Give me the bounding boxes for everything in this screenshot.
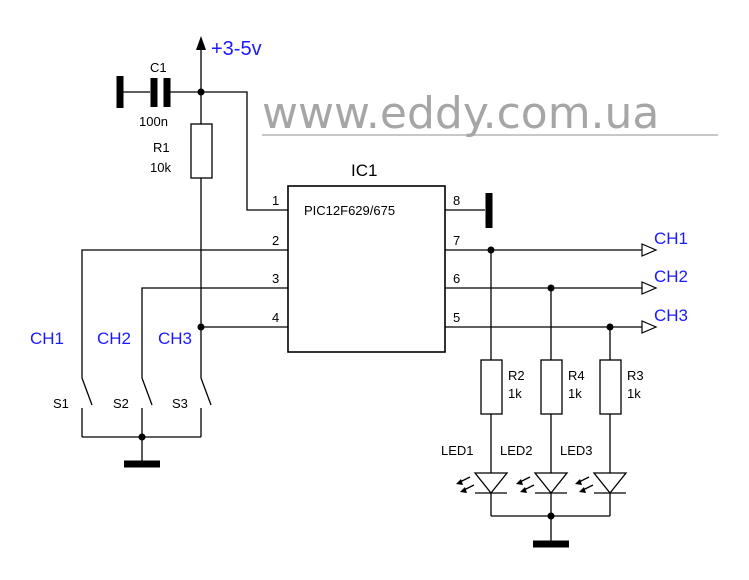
pin-7-label: 7 xyxy=(453,233,460,248)
ic1: IC1 PIC12F629/675 1 2 3 4 5 6 7 8 xyxy=(272,161,460,353)
resistor-r2: R2 1k xyxy=(480,250,525,473)
capacitor-c1: C1 100n xyxy=(116,60,201,129)
led3-label: LED3 xyxy=(560,443,593,458)
output-ch1: CH1 xyxy=(445,229,688,257)
capacitor-c1-name: C1 xyxy=(150,60,167,75)
output-ch3-label: CH3 xyxy=(654,306,688,325)
output-ch2: CH2 xyxy=(445,267,688,295)
output-ch2-label: CH2 xyxy=(654,267,688,286)
output-ch3: CH3 xyxy=(445,306,688,334)
switch-s1-name: S1 xyxy=(53,396,69,411)
pin-3-label: 3 xyxy=(272,271,279,286)
led1: LED1 xyxy=(441,443,509,516)
switch-s3: CH3 S3 xyxy=(158,329,212,437)
pin-2-label: 2 xyxy=(272,233,279,248)
resistor-r4-name: R4 xyxy=(568,368,585,383)
resistor-r1-name: R1 xyxy=(153,140,170,155)
switch-s1-channel: CH1 xyxy=(30,329,64,348)
supply-label: +3-5v xyxy=(211,38,262,60)
pin-8-label: 8 xyxy=(453,193,460,208)
switch-s2-name: S2 xyxy=(113,396,129,411)
resistor-r3-value: 1k xyxy=(627,386,641,401)
watermark: www.eddy.com.ua xyxy=(262,88,659,139)
resistor-r3: R3 1k xyxy=(599,327,644,473)
resistor-r1-value: 10k xyxy=(150,160,171,175)
resistor-r2-name: R2 xyxy=(508,368,525,383)
led3: LED3 xyxy=(560,443,628,516)
ic1-part: PIC12F629/675 xyxy=(304,203,395,218)
switch-s3-name: S3 xyxy=(172,396,188,411)
resistor-r2-value: 1k xyxy=(508,386,522,401)
pin-1-label: 1 xyxy=(272,193,279,208)
switch-s2: CH2 S2 xyxy=(97,329,153,437)
led2: LED2 xyxy=(500,443,569,516)
pin-5-label: 5 xyxy=(453,310,460,325)
output-ch1-label: CH1 xyxy=(654,229,688,248)
resistor-r3-name: R3 xyxy=(627,368,644,383)
resistor-r1: R1 10k xyxy=(150,123,213,342)
switch-s2-channel: CH2 xyxy=(97,329,131,348)
led2-label: LED2 xyxy=(500,443,533,458)
led1-label: LED1 xyxy=(441,443,474,458)
pin-6-label: 6 xyxy=(453,271,460,286)
resistor-r4-value: 1k xyxy=(568,386,582,401)
capacitor-c1-value: 100n xyxy=(139,114,168,129)
switch-s1: CH1 S1 xyxy=(30,329,93,437)
resistor-r4: R4 1k xyxy=(540,288,585,473)
pin-4-label: 4 xyxy=(272,310,279,325)
junction-dot xyxy=(197,323,205,331)
wire-pin2-s1 xyxy=(81,249,288,342)
switch-s3-channel: CH3 xyxy=(158,329,192,348)
wire-vdd-pin1 xyxy=(201,91,288,211)
ic1-name: IC1 xyxy=(351,161,377,180)
wire-pin3-s2 xyxy=(141,287,288,362)
supply-rail: +3-5v xyxy=(196,36,262,124)
